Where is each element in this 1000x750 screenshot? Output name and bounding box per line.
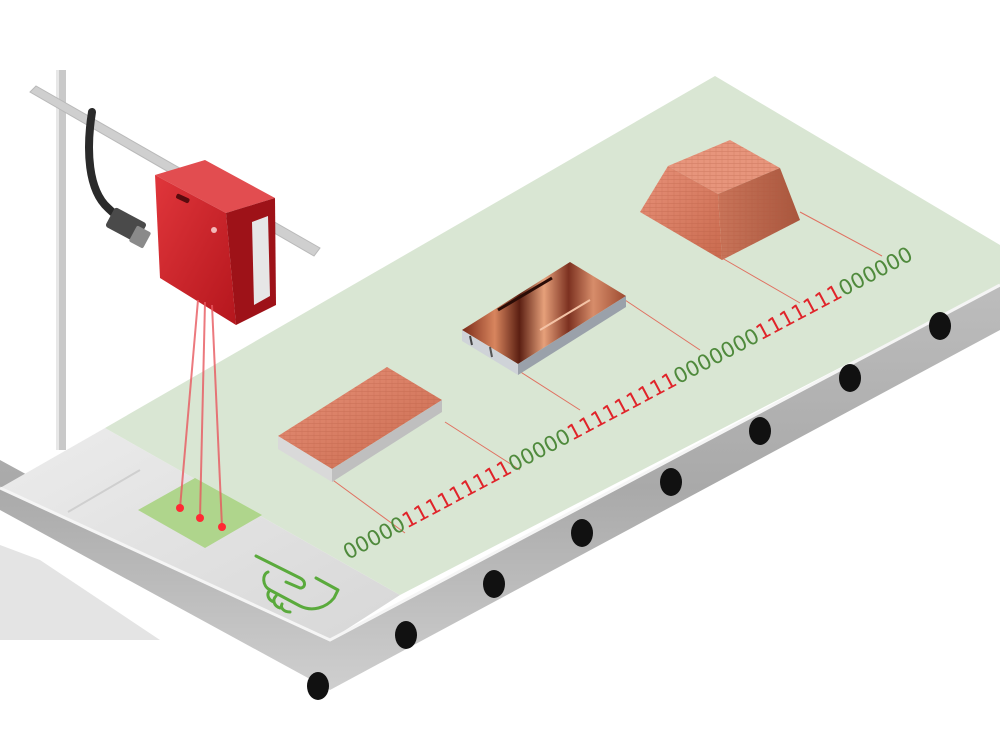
sensor-indicator (176, 193, 190, 204)
roller-hole (483, 570, 505, 598)
leader-line (799, 211, 883, 257)
object-trapezoid-block (640, 140, 800, 260)
object-reflective-slab (462, 262, 626, 375)
roller-hole (660, 468, 682, 496)
belt-edge (0, 283, 1000, 642)
laser-beam (179, 299, 199, 509)
object-flat-slab (278, 367, 442, 482)
belt-rollers (307, 312, 951, 700)
conveyor-belt (0, 76, 1000, 700)
pointing-hand-icon (254, 554, 340, 614)
laser-sensor-icon (155, 160, 276, 325)
sensor-top (155, 160, 275, 213)
cable-connector (106, 207, 151, 248)
laser-dots (176, 504, 226, 531)
laser-beams (179, 299, 223, 528)
reflective-side (518, 296, 626, 375)
laser-dot (196, 514, 204, 522)
slab-side (332, 400, 442, 482)
sensor-side-panel (252, 216, 270, 305)
reflective-front (462, 330, 518, 375)
laser-beam (199, 301, 206, 519)
roller-hole (929, 312, 951, 340)
belt-seam (67, 469, 141, 513)
laser-beam (211, 304, 223, 528)
reflective-top (462, 262, 626, 364)
leader-line (624, 299, 701, 351)
leader-line (444, 421, 521, 471)
leader-line (721, 257, 801, 304)
laser-dot (218, 523, 226, 531)
roller-hole (307, 672, 329, 700)
roller-hole (749, 417, 771, 445)
roller-hole (839, 364, 861, 392)
sensor-screw (211, 227, 217, 233)
roller-hole (395, 621, 417, 649)
sensor-front (155, 175, 236, 325)
stand-pole (56, 70, 66, 450)
floor-shadow (0, 545, 160, 640)
leader-line (329, 477, 406, 534)
laser-dot (176, 504, 184, 512)
roller-hole (571, 519, 593, 547)
slab-front (278, 436, 332, 482)
